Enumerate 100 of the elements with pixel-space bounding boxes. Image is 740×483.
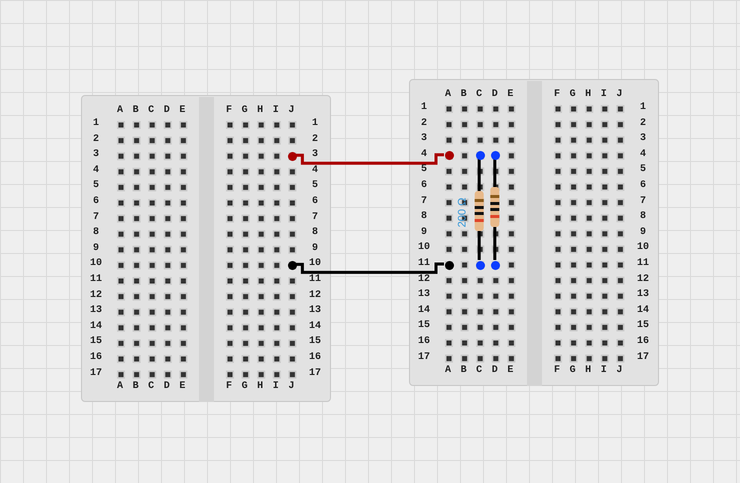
row-number: 4 [312, 166, 318, 176]
row-number: 13 [637, 290, 649, 300]
resistance-label: 200 Ω [458, 196, 468, 230]
column-letter: D [492, 366, 498, 376]
row-number: 12 [418, 274, 430, 285]
row-number: 7 [93, 212, 99, 223]
column-letter: H [585, 366, 592, 376]
row-number: 9 [312, 244, 318, 254]
row-number: 12 [309, 290, 321, 301]
column-letter: D [492, 90, 498, 100]
row-number: 4 [421, 150, 427, 160]
row-number: 1 [93, 119, 99, 129]
row-number: 2 [312, 134, 318, 145]
row-number: 9 [93, 244, 99, 254]
row-number: 6 [93, 197, 99, 207]
row-number: 10 [90, 259, 102, 270]
column-letter: I [600, 366, 607, 376]
column-letter: D [164, 106, 170, 116]
row-number: 2 [93, 134, 99, 145]
row-number: 8 [640, 212, 646, 222]
row-number: 7 [421, 196, 427, 207]
row-number: 13 [309, 306, 321, 316]
column-letter: H [257, 106, 264, 116]
column-letter: E [179, 106, 186, 116]
column-letter: I [272, 382, 279, 392]
row-number: 17 [309, 368, 321, 379]
column-letter: G [242, 106, 248, 116]
column-letter: C [476, 366, 482, 376]
wire [295, 262, 444, 274]
row-number: 16 [90, 353, 102, 363]
row-number: 9 [640, 228, 646, 238]
row-number: 2 [640, 118, 646, 129]
column-letter: C [148, 382, 154, 392]
row-number: 8 [421, 212, 427, 222]
column-letter: A [117, 106, 123, 116]
row-number: 16 [418, 337, 430, 347]
column-letter: B [460, 90, 467, 100]
row-number: 8 [93, 228, 99, 238]
column-letter: B [132, 382, 139, 392]
row-number: 13 [90, 306, 102, 316]
row-number: 4 [640, 150, 646, 160]
row-number: 11 [637, 259, 649, 269]
row-number: 15 [418, 321, 430, 332]
row-number: 6 [421, 181, 427, 191]
row-number: 16 [637, 337, 649, 347]
row-number: 7 [640, 196, 646, 207]
column-letter: D [164, 382, 170, 392]
row-number: 10 [418, 243, 430, 254]
column-letter: J [288, 106, 294, 116]
row-number: 11 [418, 259, 430, 269]
column-letter: G [242, 382, 248, 392]
row-number: 4 [93, 166, 99, 176]
column-letter: G [570, 366, 576, 376]
row-number: 5 [640, 165, 646, 176]
column-letter: F [226, 106, 232, 116]
row-number: 16 [309, 353, 321, 363]
column-letter: E [179, 382, 186, 392]
row-number: 5 [312, 181, 318, 192]
row-number: 14 [90, 322, 102, 332]
row-number: 5 [93, 181, 99, 192]
row-number: 12 [637, 274, 649, 285]
row-number: 3 [640, 134, 646, 144]
column-letter: I [272, 106, 279, 116]
row-number: 8 [312, 228, 318, 238]
row-number: 12 [90, 290, 102, 301]
row-number: 15 [90, 337, 102, 348]
column-letter: J [616, 90, 622, 100]
column-letter: F [226, 382, 232, 392]
row-number: 9 [421, 228, 427, 238]
column-letter: I [600, 90, 607, 100]
column-letter: B [460, 366, 467, 376]
row-number: 6 [312, 197, 318, 207]
column-letter: H [257, 382, 264, 392]
row-number: 17 [418, 352, 430, 363]
column-letter: F [554, 90, 560, 100]
column-letter: C [148, 106, 154, 116]
row-number: 14 [418, 306, 430, 316]
row-number: 10 [309, 259, 321, 270]
row-number: 10 [637, 243, 649, 254]
row-number: 14 [309, 322, 321, 332]
row-number: 17 [90, 368, 102, 379]
row-number: 17 [637, 352, 649, 363]
row-number: 11 [90, 275, 102, 285]
row-number: 3 [312, 150, 318, 160]
row-number: 1 [312, 119, 318, 129]
row-number: 3 [93, 150, 99, 160]
column-letter: H [585, 90, 592, 100]
column-letter: F [554, 366, 560, 376]
row-number: 1 [421, 103, 427, 113]
column-letter: E [507, 366, 514, 376]
row-number: 15 [309, 337, 321, 348]
row-number: 1 [640, 103, 646, 113]
row-number: 15 [637, 321, 649, 332]
column-letter: E [507, 90, 514, 100]
row-number: 2 [421, 118, 427, 129]
row-number: 5 [421, 165, 427, 176]
row-number: 3 [421, 134, 427, 144]
row-number: 6 [640, 181, 646, 191]
column-letter: A [445, 90, 451, 100]
column-letter: A [117, 382, 123, 392]
